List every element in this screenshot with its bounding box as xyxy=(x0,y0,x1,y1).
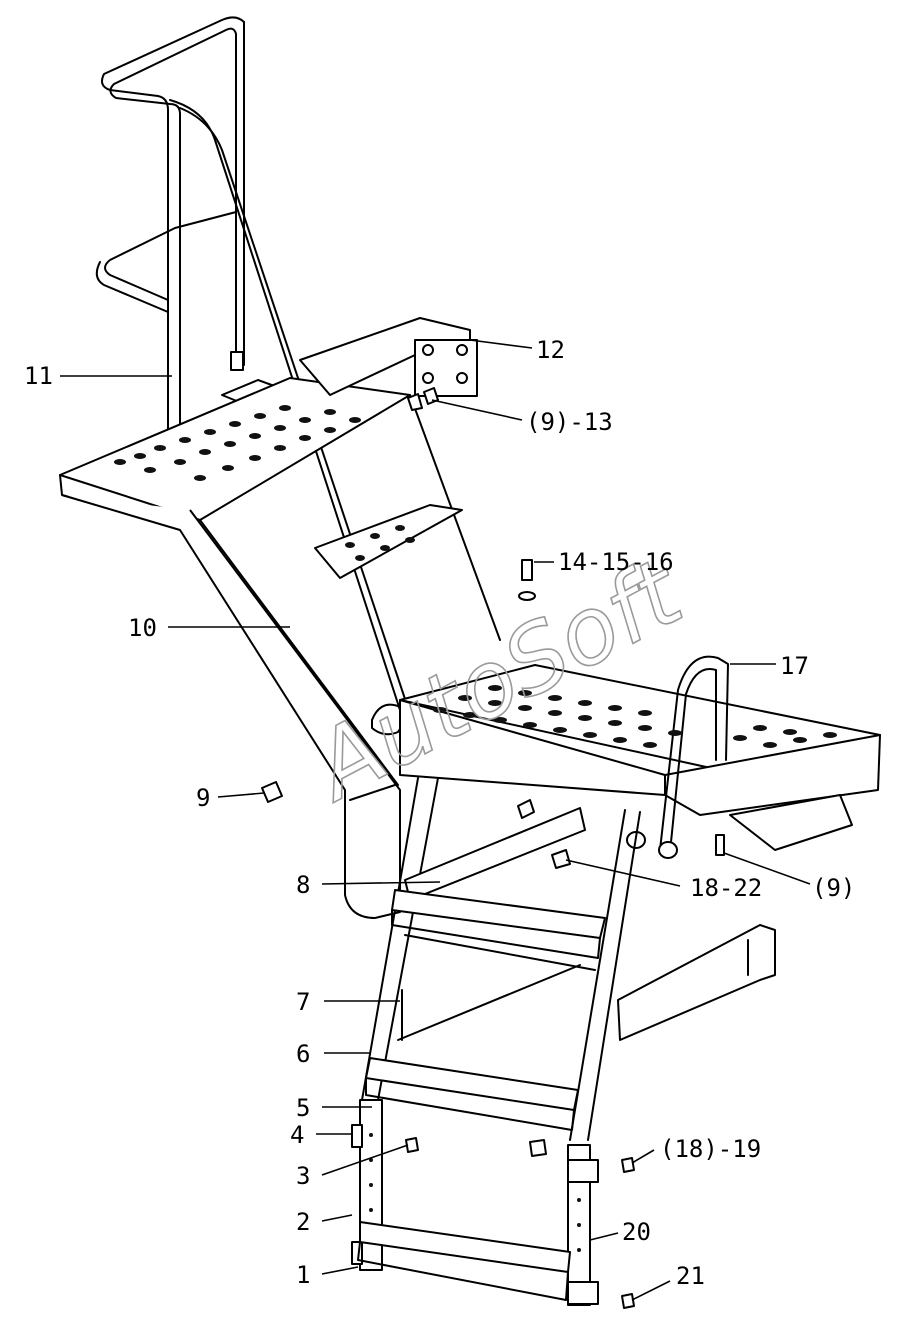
callout-9: 9 xyxy=(196,784,210,812)
lower-platform xyxy=(399,655,881,859)
handrail xyxy=(95,16,409,736)
callout-9-paren: (9) xyxy=(812,874,855,902)
callout-12: 12 xyxy=(536,336,565,364)
callout-10: 10 xyxy=(128,614,157,642)
callout-8: 8 xyxy=(296,871,310,899)
fasteners xyxy=(261,387,725,1309)
leader-lines xyxy=(60,339,811,1301)
callout-14-15-16: 14-15-16 xyxy=(558,548,674,576)
callout-4: 4 xyxy=(290,1121,304,1149)
ladder-frame xyxy=(361,777,776,1141)
callout-9-13: (9)-13 xyxy=(526,408,613,436)
upper-platform xyxy=(59,317,501,919)
callout-6: 6 xyxy=(296,1040,310,1068)
callout-2: 2 xyxy=(296,1208,310,1236)
callout-20: 20 xyxy=(622,1218,651,1246)
callout-5: 5 xyxy=(296,1094,310,1122)
callout-11: 11 xyxy=(24,362,53,390)
ladder-extension xyxy=(351,1099,599,1306)
callout-21: 21 xyxy=(676,1262,705,1290)
callout-labels: 11 12 (9)-13 14-15-16 10 17 9 (9) 18-22 … xyxy=(24,336,855,1290)
callout-18-22: 18-22 xyxy=(690,874,762,902)
callout-1: 1 xyxy=(296,1261,310,1289)
callout-3: 3 xyxy=(296,1162,310,1190)
callout-17: 17 xyxy=(780,652,809,680)
callout-18-19: (18)-19 xyxy=(660,1135,761,1163)
callout-7: 7 xyxy=(296,988,310,1016)
